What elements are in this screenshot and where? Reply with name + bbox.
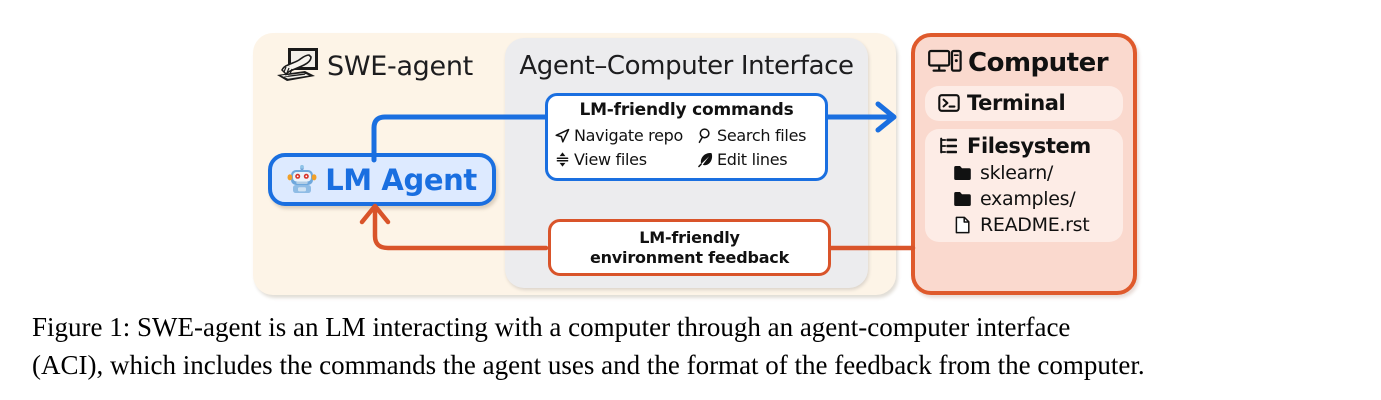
command-view-files[interactable]: View files: [554, 147, 697, 171]
view-icon: [554, 151, 571, 168]
document-icon: [953, 216, 972, 234]
lm-friendly-commands-box: LM-friendly commands Navigate repo Se: [545, 93, 828, 181]
filesystem-card[interactable]: Filesystem sklearn/ examples/: [925, 129, 1123, 242]
lm-agent-node[interactable]: LM Agent: [268, 153, 496, 206]
terminal-title: Terminal: [967, 91, 1066, 115]
file-name: examples/: [980, 188, 1076, 210]
computer-header: Computer: [928, 48, 1133, 78]
command-label: Search files: [717, 125, 807, 145]
figure-caption: Figure 1: SWE-agent is an LM interacting…: [32, 308, 1352, 384]
aci-title: Agent–Computer Interface: [519, 51, 854, 81]
lm-agent-label: LM Agent: [325, 162, 477, 197]
filesystem-header: Filesystem: [925, 134, 1123, 158]
command-navigate-repo[interactable]: Navigate repo: [554, 123, 697, 147]
command-search-files[interactable]: Search files: [697, 123, 833, 147]
swe-agent-label: SWE-agent: [327, 50, 473, 82]
command-label: Edit lines: [717, 149, 788, 169]
search-icon: [697, 127, 714, 144]
feedback-line-2: environment feedback: [589, 247, 790, 267]
command-edit-lines[interactable]: Edit lines: [697, 147, 833, 171]
command-label: View files: [574, 149, 647, 169]
file-name: sklearn/: [980, 162, 1054, 184]
folder-icon: [953, 190, 972, 208]
file-name: README.rst: [980, 214, 1090, 236]
file-row[interactable]: README.rst: [925, 214, 1123, 236]
terminal-header: Terminal: [925, 91, 1123, 115]
command-label: Navigate repo: [574, 125, 683, 145]
file-row[interactable]: examples/: [925, 188, 1123, 210]
swe-agent-brand: SWE-agent: [275, 46, 473, 86]
computer-panel: Computer Terminal: [911, 33, 1137, 295]
feedback-line-1: LM-friendly: [639, 227, 740, 247]
file-row[interactable]: sklearn/: [925, 162, 1123, 184]
terminal-card[interactable]: Terminal: [925, 86, 1123, 121]
folder-icon: [953, 164, 972, 182]
computer-title: Computer: [968, 48, 1109, 78]
swe-agent-logo-icon: [275, 46, 321, 86]
caption-line-1: Figure 1: SWE-agent is an LM interacting…: [32, 312, 1071, 342]
file-tree-icon: [938, 136, 960, 156]
lm-friendly-feedback-box: LM-friendly environment feedback: [548, 219, 831, 276]
commands-grid: Navigate repo Search files: [548, 123, 825, 171]
desktop-computer-icon: [928, 49, 962, 77]
commands-box-title: LM-friendly commands: [579, 100, 794, 120]
edit-icon: [697, 151, 714, 168]
caption-line-2: (ACI), which includes the commands the a…: [32, 350, 1145, 380]
navigate-icon: [554, 127, 571, 144]
terminal-prompt-icon: [938, 93, 960, 113]
robot-icon: [287, 164, 317, 195]
filesystem-title: Filesystem: [967, 134, 1091, 158]
